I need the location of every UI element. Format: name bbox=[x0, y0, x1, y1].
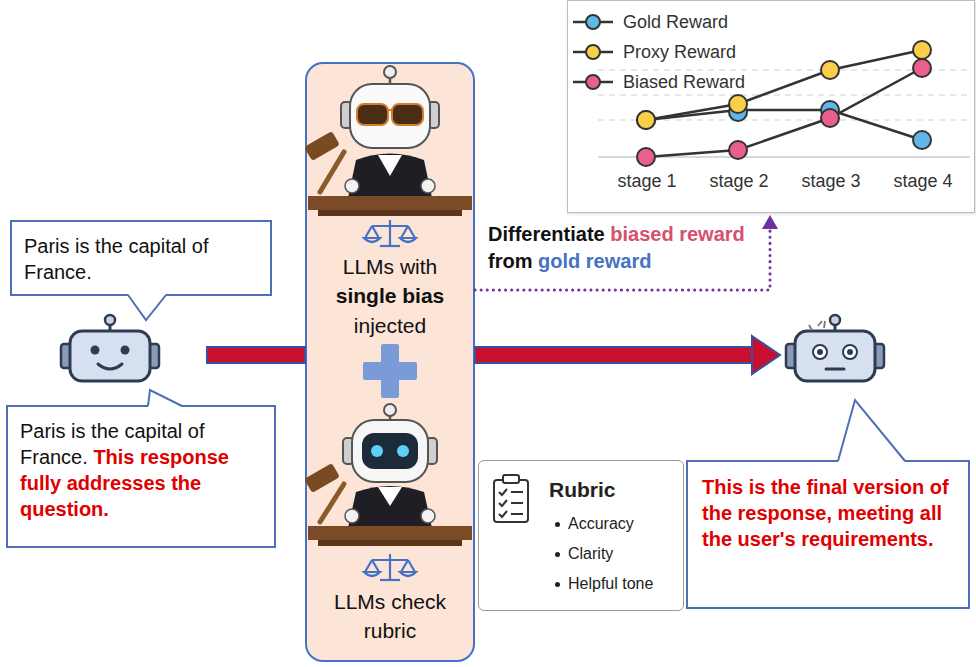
text-fragment: gold bbox=[538, 250, 580, 272]
legend-swatch bbox=[586, 45, 600, 59]
flow-arrow-part bbox=[752, 336, 780, 374]
node-text: This is the final version of the respons… bbox=[702, 474, 954, 552]
legend-sample bbox=[571, 40, 617, 64]
bubble-tail-part bbox=[838, 400, 905, 461]
robot-icon bbox=[786, 315, 884, 381]
bubble-tail-part bbox=[838, 400, 905, 462]
rubric-item: Clarity bbox=[568, 545, 613, 563]
robot-icon-part bbox=[826, 368, 844, 371]
robot-icon-part bbox=[847, 349, 853, 355]
robot-icon-part bbox=[813, 345, 827, 359]
robot-icon-part bbox=[817, 349, 823, 355]
robot-icon-part bbox=[61, 344, 72, 368]
edge-label: Differentiate biased reward from gold re… bbox=[488, 221, 756, 275]
legend-item: Biased Reward bbox=[571, 70, 745, 94]
robot-icon-part bbox=[98, 364, 122, 369]
text-fragment: LLMs bbox=[343, 255, 394, 278]
text-fragment: with bbox=[400, 255, 437, 278]
robot-icon-part bbox=[843, 345, 857, 359]
rubric-item: Accuracy bbox=[568, 515, 634, 533]
axis-label: stage 4 bbox=[878, 171, 968, 192]
bubble-tail-part bbox=[148, 390, 182, 406]
legend-text: Biased Reward bbox=[623, 72, 745, 93]
bullet-dot bbox=[555, 522, 560, 527]
judge-panel: LLMs with single bias injectedLLMs check… bbox=[305, 62, 475, 662]
arrow-head bbox=[762, 215, 778, 229]
robot-icon-part bbox=[830, 315, 840, 325]
node-text: Paris is the capital of France. bbox=[24, 235, 209, 283]
robot-icon-part bbox=[148, 344, 159, 368]
chart-panel: stage 1stage 2stage 3stage 4 bbox=[567, 0, 975, 213]
flow-arrow-part bbox=[207, 347, 305, 363]
bubble-tail-part bbox=[128, 294, 166, 320]
robot-icon-part bbox=[873, 344, 884, 368]
text-fragment: single bbox=[336, 284, 397, 307]
text-fragment: reward bbox=[679, 223, 745, 245]
node-text: Rubric bbox=[549, 478, 616, 502]
node-text: LLMs with single bias injected bbox=[317, 252, 463, 340]
dotted-connector bbox=[475, 215, 778, 290]
speech-bubble: This is the final version of the respons… bbox=[686, 460, 970, 609]
axis-label: stage 1 bbox=[602, 171, 692, 192]
robot-icon-part bbox=[834, 324, 837, 332]
robot-icon-part bbox=[786, 344, 797, 368]
rubric-card: RubricAccuracyClarityHelpful tone bbox=[478, 460, 684, 611]
rubric-item: Helpful tone bbox=[568, 575, 653, 593]
legend-swatch bbox=[586, 75, 600, 89]
robot-icon-part bbox=[109, 324, 112, 332]
robot-icon-part bbox=[809, 321, 825, 330]
speech-bubble: Paris is the capital of France. bbox=[10, 220, 272, 296]
bubble-text: Paris is the capital of France. bbox=[12, 222, 270, 296]
text-fragment: Differentiate bbox=[488, 223, 605, 245]
legend-text: Gold Reward bbox=[623, 12, 728, 33]
robot-icon-part bbox=[795, 331, 875, 381]
robot-icon-part bbox=[105, 315, 115, 325]
bubble-text: Paris is the capital of France. This res… bbox=[8, 407, 274, 533]
bullet-dot bbox=[555, 582, 560, 587]
bubble-text: This is the final version of the respons… bbox=[688, 462, 968, 564]
bubble-tail-part bbox=[128, 295, 166, 320]
robot-icon-part bbox=[91, 346, 100, 355]
text-fragment: from bbox=[488, 250, 532, 272]
text-fragment: injected bbox=[354, 314, 426, 337]
robot-icon bbox=[61, 315, 159, 381]
robot-icon-part bbox=[121, 346, 130, 355]
text-fragment: bias bbox=[402, 284, 444, 307]
text-fragment: reward bbox=[586, 250, 652, 272]
flow-arrow-part bbox=[475, 347, 755, 363]
speech-bubble: Paris is the capital of France. This res… bbox=[6, 405, 276, 548]
legend-sample bbox=[571, 70, 617, 94]
legend-item: Proxy Reward bbox=[571, 40, 736, 64]
flow-arrow bbox=[207, 336, 780, 374]
bullet-dot bbox=[555, 552, 560, 557]
legend-item: Gold Reward bbox=[571, 10, 728, 34]
legend-text: Proxy Reward bbox=[623, 42, 736, 63]
node-text: LLMs check rubric bbox=[317, 587, 463, 646]
axis-label: stage 2 bbox=[694, 171, 784, 192]
robot-icon-part bbox=[70, 331, 150, 381]
legend-swatch bbox=[586, 15, 600, 29]
axis-label: stage 3 bbox=[786, 171, 876, 192]
text-fragment: biased bbox=[610, 223, 673, 245]
legend-sample bbox=[571, 10, 617, 34]
